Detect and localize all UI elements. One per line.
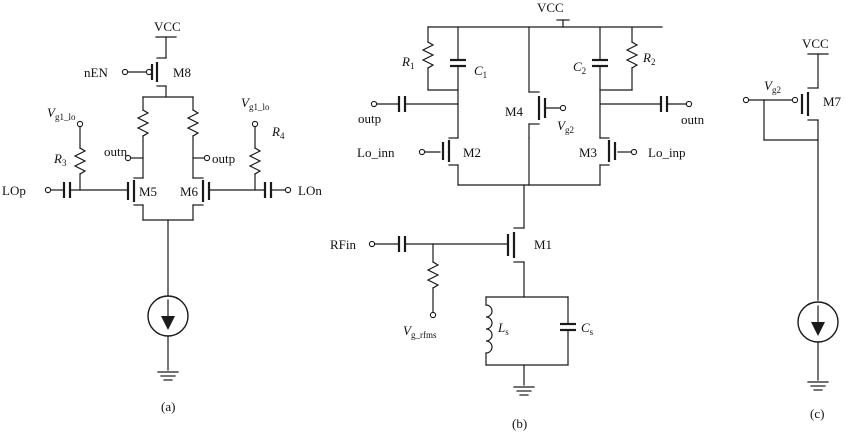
circuit-b: VCC R1 C1 C2 R2 outp outn M4 Vg2 Lo_inn … [330, 0, 705, 431]
lop-pin [44, 186, 52, 194]
vcc-label-c: VCC [802, 36, 829, 51]
lo-inp-label: Lo_inp [648, 145, 686, 160]
cs-label: Cs [581, 320, 594, 337]
rfin-pin [368, 240, 376, 248]
vg-rfms-label: Vg_rfms [403, 323, 437, 340]
ground-a [157, 371, 179, 381]
m8-label: M8 [173, 65, 191, 80]
transistor-m2 [418, 137, 459, 186]
rfin-label: RFin [330, 237, 357, 252]
vg2-label-c: Vg2 [764, 78, 781, 95]
outn-label-a: outn [104, 144, 128, 159]
lop-label: LOp [2, 183, 26, 198]
m5-label: M5 [139, 184, 157, 199]
vcc-label-b: VCC [537, 0, 564, 15]
r1-label: R1 [401, 54, 414, 71]
transistor-m5 [126, 177, 144, 221]
transistor-m8 [121, 57, 167, 98]
current-source-a [147, 295, 189, 337]
c1-label: C1 [474, 63, 487, 80]
m2-label: M2 [463, 145, 481, 160]
resistor-r1 [421, 41, 435, 69]
lo-inn-label: Lo_inn [357, 145, 395, 160]
resistor-vg-rf [426, 261, 440, 289]
caption-c: (c) [810, 406, 824, 421]
inductor-ls [485, 304, 493, 354]
r4-label: R4 [271, 124, 285, 141]
outp-label-a: outp [212, 151, 235, 166]
transistor-m7 [742, 87, 819, 301]
vg1-lo-label-right: Vg1_lo [241, 95, 270, 112]
circuit-c: VCC Vg2 M7 (c) [742, 36, 842, 421]
m7-label: M7 [823, 94, 842, 109]
transistor-m4 [528, 91, 567, 139]
m6-label: M6 [180, 184, 199, 199]
vg1-lo-label-left: Vg1_lo [47, 105, 76, 122]
vg2-label-b: Vg2 [557, 118, 574, 135]
ground-c [807, 381, 829, 391]
lon-pin [284, 186, 292, 194]
m3-label: M3 [579, 145, 597, 160]
outn-pin-a [124, 154, 132, 162]
vcc-label-a: VCC [154, 19, 181, 34]
lon-label: LOn [298, 183, 322, 198]
transistor-m6 [192, 177, 211, 221]
caption-a: (a) [161, 399, 175, 414]
resistor-r4 [248, 147, 262, 175]
resistor-a-left [136, 109, 150, 137]
transistor-m1 [506, 227, 525, 298]
r2-label: R2 [642, 50, 655, 67]
caption-b: (b) [512, 416, 527, 431]
m1-label: M1 [534, 237, 552, 252]
ground-b [513, 386, 535, 396]
outn-pin-b [685, 100, 693, 108]
circuit-a: VCC nEN M8 outn outp M5 M6 LOp LOn Vg1_l… [2, 19, 322, 414]
m4-label: M4 [505, 104, 524, 119]
outp-pin-b [370, 100, 378, 108]
ls-label: Ls [497, 320, 509, 337]
r3-label: R3 [53, 151, 67, 168]
outn-label-b: outn [681, 112, 705, 127]
resistor-a-right [186, 109, 200, 137]
current-source-c [797, 301, 839, 343]
resistor-r2 [625, 41, 639, 69]
transistor-m3 [599, 137, 638, 186]
outp-pin-a [203, 154, 211, 162]
outp-label-b: outp [358, 111, 381, 126]
c2-label: C2 [573, 59, 586, 76]
nen-label: nEN [84, 65, 108, 80]
resistor-r3 [73, 147, 87, 175]
